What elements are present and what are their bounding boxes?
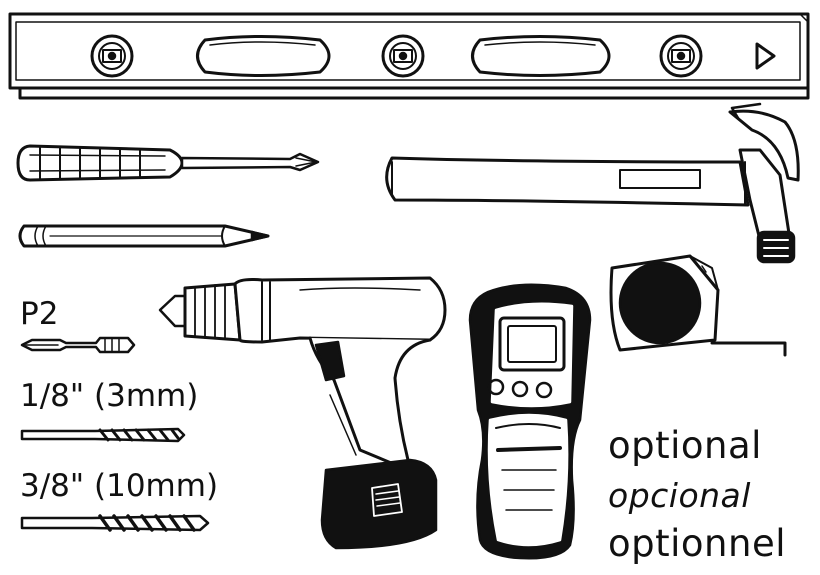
hammer-icon (385, 102, 800, 264)
optional-label-en: optional (608, 424, 762, 467)
p2-bit-label: P2 (20, 296, 59, 332)
level-vial-right (659, 34, 703, 78)
level-arrow-icon (755, 42, 776, 70)
spirit-level-icon (8, 12, 810, 100)
stud-finder-icon (468, 283, 592, 560)
drill-bit-small-label: 1/8" (3mm) (20, 378, 199, 414)
screwdriver-icon (16, 144, 320, 182)
tape-measure-icon (609, 254, 787, 357)
level-grip-right (471, 35, 611, 77)
p2-bit-icon (20, 336, 136, 354)
drill-bit-small-icon (20, 427, 186, 443)
drill-bit-large-label: 3/8" (10mm) (20, 468, 219, 504)
level-grip-left (196, 35, 331, 77)
optional-label-fr: optionnel (608, 522, 786, 565)
drill-bit-large-icon (20, 514, 210, 532)
optional-label-es: opcional (608, 476, 751, 515)
pencil-icon (18, 224, 270, 248)
cordless-drill-icon (158, 276, 447, 550)
level-vial-center (381, 34, 425, 78)
level-vial-left (90, 34, 134, 78)
